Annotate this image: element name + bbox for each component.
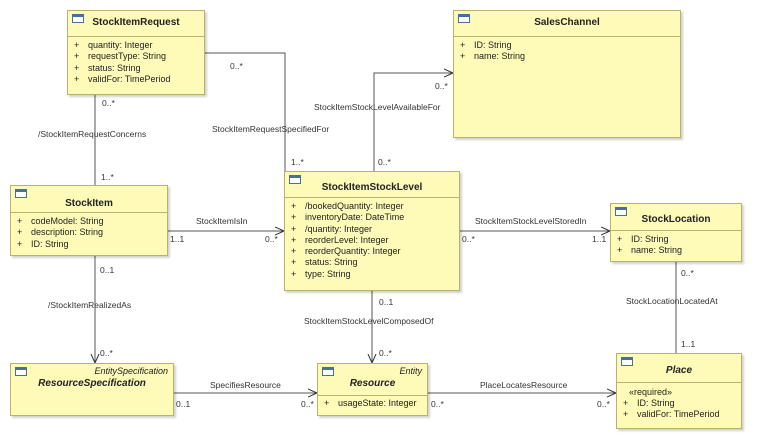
assoc-label-is-in: StockItemIsIn	[196, 216, 248, 226]
multiplicity: 0..*	[597, 399, 610, 409]
attribute-list: +codeModel: String +description: String …	[11, 212, 167, 250]
class-place[interactable]: Place «required» +ID: String +validFor: …	[616, 353, 742, 429]
attribute-list: +ID: String +name: String	[611, 230, 741, 257]
attribute-list: +/bookedQuantity: Integer +inventoryDate…	[285, 197, 459, 280]
assoc-label-request-concerns: /StockItemRequestConcerns	[38, 129, 147, 139]
class-name: StockItemRequest	[92, 17, 180, 28]
class-icon	[15, 367, 27, 376]
attribute: +quantity: Integer	[74, 40, 153, 50]
class-name: StockItemStockLevel	[321, 182, 423, 193]
multiplicity: 1..1	[170, 234, 185, 244]
multiplicity: 1..*	[101, 172, 114, 182]
class-stereotype: EntitySpecification	[94, 366, 168, 376]
attribute: +reorderLevel: Integer	[291, 234, 389, 245]
class-stock-item-stock-level[interactable]: StockItemStockLevel +/bookedQuantity: In…	[284, 171, 460, 291]
assoc-request-specified-for-line	[205, 53, 286, 171]
class-name: SalesChannel	[534, 17, 600, 28]
attribute: +ID: String	[623, 398, 675, 408]
multiplicity: 0..*	[435, 81, 448, 91]
attribute: +type: String	[291, 268, 351, 279]
attribute: +name: String	[460, 51, 526, 62]
attribute: +status: String	[74, 62, 141, 73]
attribute: +validFor: TimePeriod	[623, 409, 720, 420]
multiplicity: 0..1	[100, 265, 115, 275]
class-stereotype: Entity	[399, 366, 422, 376]
class-name: StockLocation	[641, 214, 711, 225]
multiplicity: 0..*	[379, 348, 392, 358]
attribute: +/bookedQuantity: Integer	[291, 201, 404, 211]
class-sales-channel[interactable]: SalesChannel +ID: String +name: String	[453, 10, 681, 138]
assoc-label-specifies-resource: SpecifiesResource	[210, 380, 281, 390]
multiplicity: 1..*	[291, 157, 304, 167]
class-icon	[15, 189, 27, 198]
attribute: +usageState: Integer	[324, 398, 417, 408]
attribute: +name: String	[617, 245, 683, 256]
attribute: +description: String	[17, 227, 104, 238]
assoc-label-located-at: StockLocationLocatedAt	[626, 296, 718, 306]
class-icon	[621, 357, 633, 366]
attribute: +ID: String	[617, 234, 669, 244]
class-icon	[615, 207, 627, 216]
multiplicity: 1..1	[681, 339, 696, 349]
class-name: StockItem	[65, 198, 113, 209]
constraint-label: «required»	[629, 387, 673, 397]
multiplicity: 0..*	[378, 157, 391, 167]
attribute-list: +quantity: Integer +requestType: String …	[68, 36, 204, 85]
attribute: +ID: String	[460, 40, 512, 50]
multiplicity: 0..*	[681, 268, 694, 278]
multiplicity: 0..1	[176, 399, 191, 409]
class-icon	[458, 14, 470, 23]
class-stock-item[interactable]: StockItem +codeModel: String +descriptio…	[10, 185, 168, 256]
class-resource-specification[interactable]: EntitySpecification ResourceSpecificatio…	[10, 363, 174, 416]
attribute: +/quantity: Integer	[291, 223, 373, 234]
attribute: +reorderQuantity: Integer	[291, 246, 401, 257]
assoc-label-available-for: StockItemStockLevelAvailableFor	[314, 102, 441, 112]
assoc-label-request-specified-for: StockItemRequestSpecifiedFor	[212, 124, 330, 134]
multiplicity: 0..*	[301, 399, 314, 409]
multiplicity: 0..*	[462, 234, 475, 244]
class-stock-location[interactable]: StockLocation +ID: String +name: String	[610, 203, 742, 262]
class-name: Resource	[349, 378, 396, 389]
attribute: +codeModel: String	[17, 216, 104, 226]
class-icon	[289, 175, 301, 184]
multiplicity: 0..*	[100, 348, 113, 358]
attribute: +ID: String	[17, 238, 69, 249]
attribute-list: +ID: String +name: String	[454, 36, 680, 63]
attribute: +inventoryDate: DateTime	[291, 212, 405, 223]
attribute: +status: String	[291, 257, 358, 268]
assoc-available-for-line	[373, 73, 453, 171]
attribute: +requestType: String	[74, 51, 167, 62]
assoc-label-realized-as: /StockItemRealizedAs	[48, 300, 132, 310]
class-name: Place	[665, 365, 693, 376]
assoc-label-stored-in: StockItemStockLevelStoredIn	[475, 216, 587, 226]
attribute-list: +usageState: Integer	[318, 395, 427, 409]
class-stock-item-request[interactable]: StockItemRequest +quantity: Integer +req…	[67, 10, 205, 95]
attribute: +validFor: TimePeriod	[74, 73, 171, 84]
class-name: ResourceSpecification	[38, 378, 146, 389]
assoc-label-composed-of: StockItemStockLevelComposedOf	[304, 316, 434, 326]
class-icon	[72, 14, 84, 23]
multiplicity: 0..1	[379, 297, 394, 307]
multiplicity: 0..*	[102, 98, 115, 108]
assoc-label-place-locates-resource: PlaceLocatesResource	[480, 380, 568, 390]
class-resource[interactable]: Entity Resource +usageState: Integer	[317, 363, 428, 416]
multiplicity: 0..*	[265, 234, 278, 244]
class-icon	[322, 367, 334, 376]
multiplicity: 1..1	[592, 234, 607, 244]
multiplicity: 0..*	[230, 61, 243, 71]
multiplicity: 0..*	[431, 399, 444, 409]
attribute-list: «required» +ID: String +validFor: TimePe…	[617, 382, 741, 421]
